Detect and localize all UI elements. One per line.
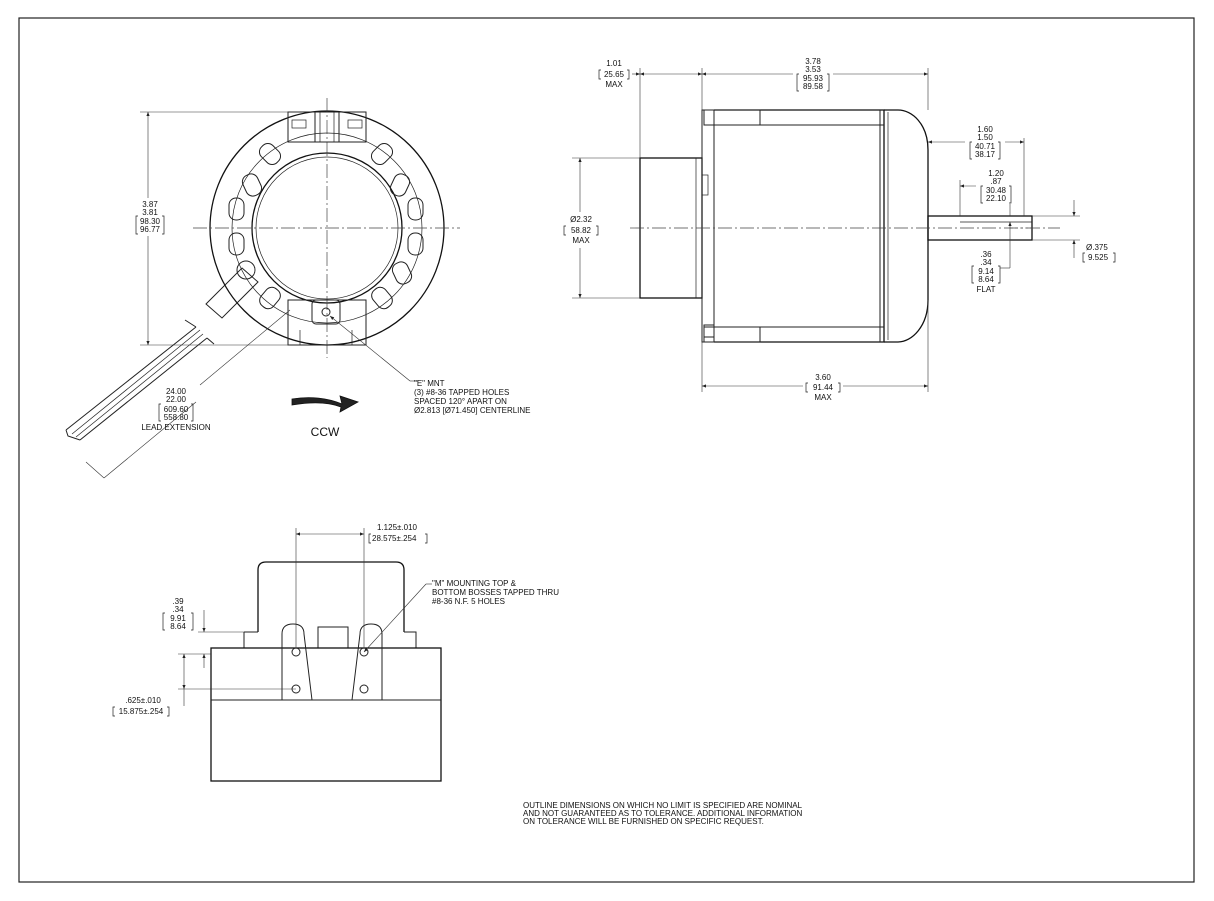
front-view-slots xyxy=(228,142,424,310)
boss-spacing-mm: 28.575±.254 xyxy=(372,534,417,543)
m-mount-note-line-3: #8-36 N.F. 5 HOLES xyxy=(432,597,505,606)
shaft-diameter-mm: 9.525 xyxy=(1088,253,1109,262)
shaft-length-max-mm: 30.48 xyxy=(986,186,1007,195)
general-note-line-1: OUTLINE DIMENSIONS ON WHICH NO LIMIT IS … xyxy=(523,801,803,810)
shaft-extension-max-mm: 40.71 xyxy=(975,142,996,151)
ccw-rotation-arrow-icon xyxy=(291,395,359,413)
shaft-extension-max: 1.60 xyxy=(977,125,993,134)
boss-spacing-value: 1.125±.010 xyxy=(377,523,418,532)
flat-min: .34 xyxy=(980,258,992,267)
lead-wire-bundle xyxy=(65,260,259,441)
side-overhang-suffix: MAX xyxy=(605,80,623,89)
general-note: OUTLINE DIMENSIONS ON WHICH NO LIMIT IS … xyxy=(523,801,803,826)
boss-height-max: .39 xyxy=(172,597,184,606)
front-height-min-mm: 96.77 xyxy=(140,225,161,234)
m-mount-note-line-2: BOTTOM BOSSES TAPPED THRU xyxy=(432,588,559,597)
drawing-border xyxy=(18,17,1195,883)
m-mount-note-line-1: "M" MOUNTING TOP & xyxy=(432,579,517,588)
shaft-length-min: .87 xyxy=(990,177,1002,186)
lead-length-max-mm: 609.60 xyxy=(164,405,189,414)
side-length-max: 3.78 xyxy=(805,57,821,66)
front-view-bottom-boss xyxy=(287,299,367,346)
hub-diameter-mm: 58.82 xyxy=(571,226,592,235)
lead-length-max: 24.00 xyxy=(166,387,187,396)
lead-length-min-mm: 558.80 xyxy=(164,413,189,422)
side-overhang-mm: 25.65 xyxy=(604,70,625,79)
shaft-extension-min: 1.50 xyxy=(977,133,993,142)
boss-height-max-mm: 9.91 xyxy=(170,614,186,623)
side-overhang-value: 1.01 xyxy=(606,59,622,68)
e-mount-note-line-4: Ø2.813 [Ø71.450] CENTERLINE xyxy=(414,406,531,415)
side-length-min-mm: 89.58 xyxy=(803,82,824,91)
bottom-view: 1.125±.010 28.575±.254 "M" MOUNTING TOP … xyxy=(112,523,559,782)
body-length-mm: 91.44 xyxy=(813,383,834,392)
general-note-line-2: AND NOT GUARANTEED AS TO TOLERANCE. ADDI… xyxy=(523,809,803,818)
e-mount-note-line-1: "E" MNT xyxy=(414,379,445,388)
front-height-max-mm: 98.30 xyxy=(140,217,161,226)
shaft-extension-min-mm: 38.17 xyxy=(975,150,996,159)
hole-location-mm: 15.875±.254 xyxy=(119,707,164,716)
e-mount-note-line-2: (3) #8-36 TAPPED HOLES xyxy=(414,388,509,397)
front-height-min: 3.81 xyxy=(142,208,158,217)
flat-max: .36 xyxy=(980,250,992,259)
body-length-value: 3.60 xyxy=(815,373,831,382)
lead-extension-label: LEAD EXTENSION xyxy=(141,423,211,432)
front-view-top-clamp xyxy=(287,111,367,143)
hole-location-value: .625±.010 xyxy=(125,696,161,705)
rotation-direction-label: CCW xyxy=(311,425,340,439)
side-length-max-mm: 95.93 xyxy=(803,74,824,83)
side-length-min: 3.53 xyxy=(805,65,821,74)
boss-height-min-mm: 8.64 xyxy=(170,622,186,631)
lead-length-min: 22.00 xyxy=(166,395,187,404)
hub-diameter-value: Ø2.32 xyxy=(570,215,592,224)
front-view: 3.87 3.81 98.30 96.77 24.00 22.00 609.60… xyxy=(65,98,531,479)
boss-height-min: .34 xyxy=(172,605,184,614)
front-height-max: 3.87 xyxy=(142,200,158,209)
shaft-length-max: 1.20 xyxy=(988,169,1004,178)
general-note-line-3: ON TOLERANCE WILL BE FURNISHED ON SPECIF… xyxy=(523,817,764,826)
flat-max-mm: 9.14 xyxy=(978,267,994,276)
side-view: 1.01 25.65 MAX 3.78 3.53 95.93 89.58 1.6… xyxy=(563,57,1116,402)
shaft-diameter-value: Ø.375 xyxy=(1086,243,1108,252)
flat-min-mm: 8.64 xyxy=(978,275,994,284)
e-mount-note-line-3: SPACED 120° APART ON xyxy=(414,397,507,406)
shaft-length-min-mm: 22.10 xyxy=(986,194,1007,203)
hub-diameter-suffix: MAX xyxy=(572,236,590,245)
flat-label: FLAT xyxy=(977,285,996,294)
body-length-suffix: MAX xyxy=(814,393,832,402)
